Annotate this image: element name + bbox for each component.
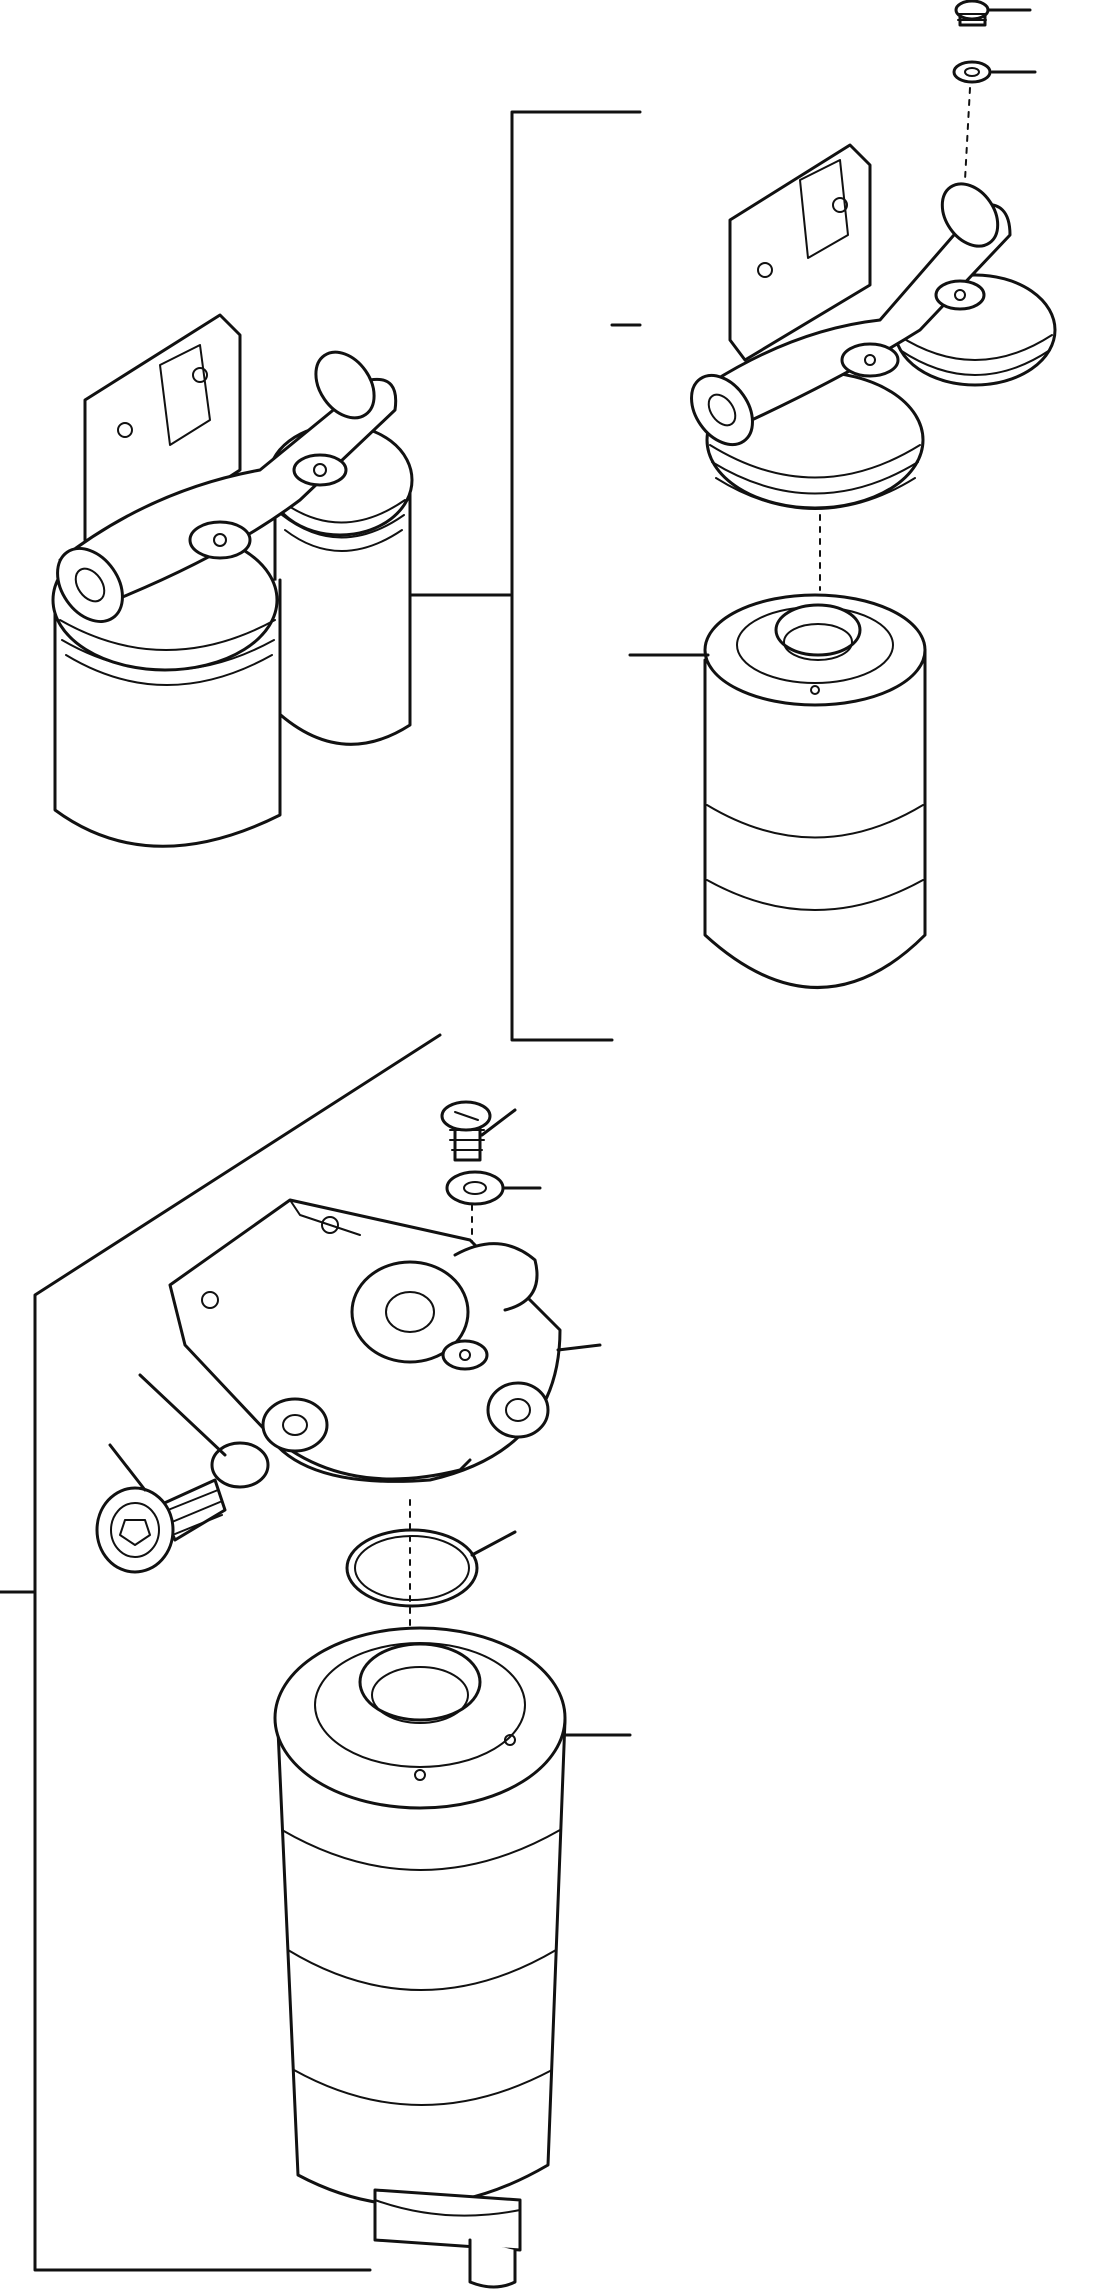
washer-top [952,60,992,84]
bracket-top-group [510,110,642,1042]
leader-sealing-o-ring [470,1530,517,1557]
single-filter-head [168,1198,562,1483]
leader-bleed-screw [480,1108,517,1137]
leader-plug-o-ring [138,1373,227,1457]
twin-filter-head [690,143,1057,510]
leader-drain-plug [108,1443,147,1492]
twin-assembly-head [56,350,398,623]
drain-plug [95,1478,227,1574]
axis-top-right [964,87,971,181]
bleed-screw-top [954,0,990,27]
twin-filter-assembly [51,313,414,848]
bracket-bottom-group [33,1033,442,2272]
washer [445,1170,505,1206]
cartridge-drain-stub [373,2188,522,2289]
filter-cartridge [273,1626,567,2207]
bleed-screw [440,1100,492,1162]
leader-single-head [556,1343,602,1352]
sealing-o-ring [345,1528,479,1608]
filter-cartridge-top [703,593,927,989]
